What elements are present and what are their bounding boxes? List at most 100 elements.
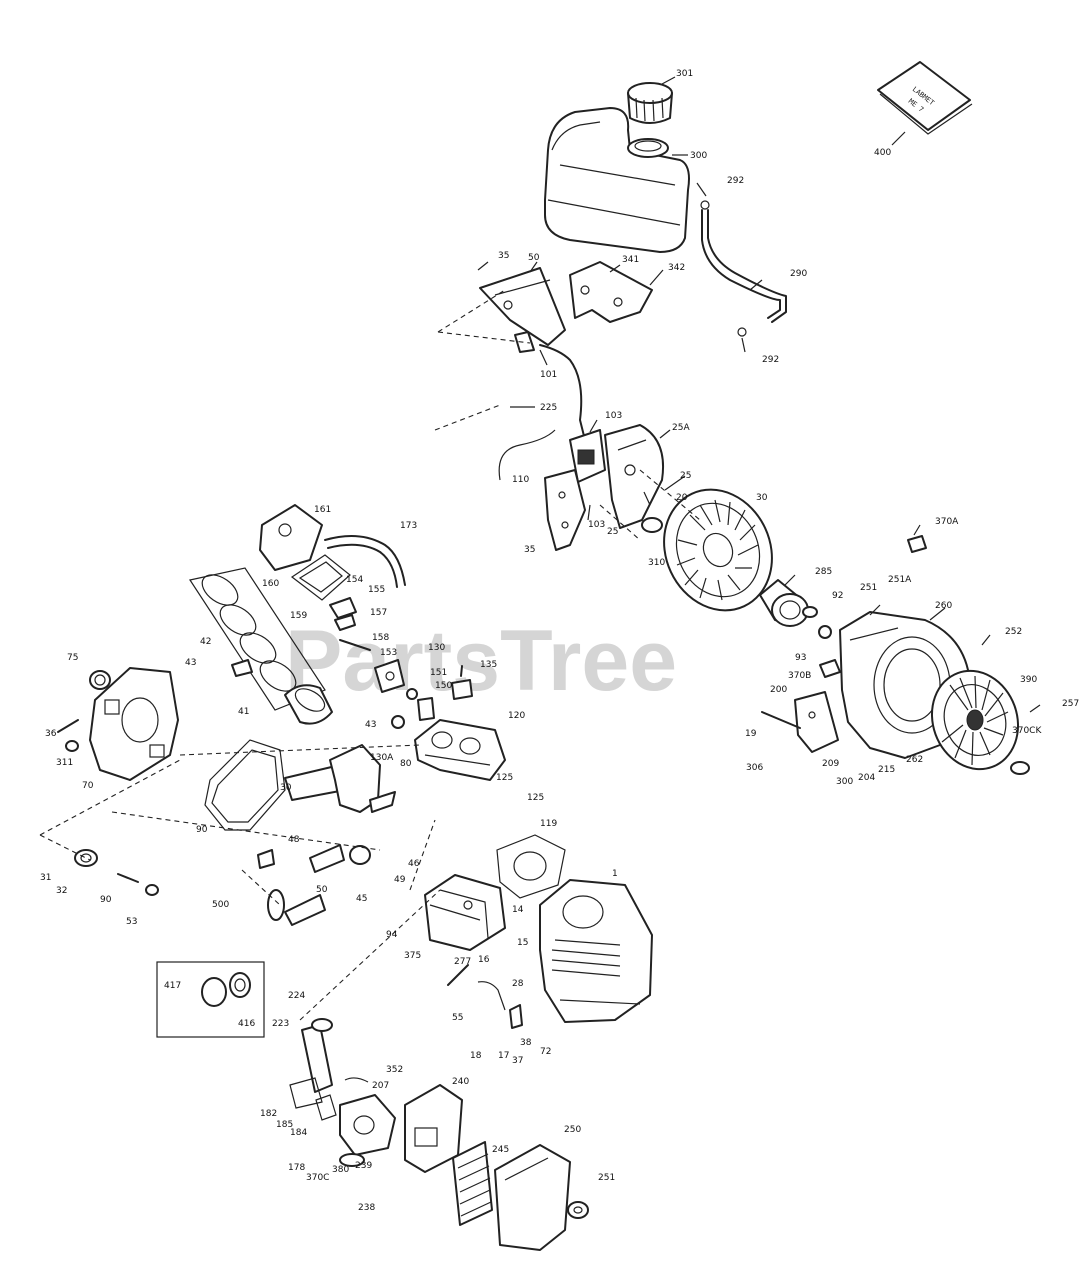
- callout-182: 182: [260, 1109, 277, 1119]
- callout-158: 158: [372, 633, 389, 643]
- callout-160: 160: [262, 579, 279, 589]
- connecting-rod-part[interactable]: [309, 844, 371, 873]
- callout-257: 257: [1062, 699, 1079, 709]
- callout-223: 223: [272, 1019, 289, 1029]
- breather-tube-part[interactable]: [324, 535, 406, 588]
- control-bracket-part[interactable]: [794, 691, 839, 753]
- callout-306: 306: [746, 763, 763, 773]
- governor-lever-part[interactable]: [509, 1004, 523, 1029]
- callout-204: 204: [858, 773, 875, 783]
- muffler-part[interactable]: [424, 874, 506, 951]
- rocker-bracket-part[interactable]: [374, 659, 405, 693]
- callout-300: 300: [690, 151, 707, 161]
- valve-cover-gasket-part[interactable]: [290, 554, 351, 601]
- crankshaft-part[interactable]: [284, 744, 396, 813]
- insulator-part[interactable]: [315, 1094, 337, 1121]
- callout-417: 417: [164, 981, 181, 991]
- flywheel-part[interactable]: [645, 472, 792, 628]
- callout-80: 80: [400, 759, 412, 769]
- bolt-36: [57, 719, 79, 733]
- callout-251: 251: [860, 583, 877, 593]
- throttle-link-207: [344, 1077, 369, 1083]
- callout-370A: 370A: [935, 517, 959, 527]
- callout-48: 48: [288, 835, 300, 845]
- starter-cup-part[interactable]: [759, 579, 809, 627]
- engine-block-part[interactable]: [539, 879, 653, 1023]
- callout-153: 153: [380, 648, 397, 658]
- air-cleaner-cover-part[interactable]: [494, 1144, 571, 1251]
- callout-35-top: 35: [498, 251, 509, 261]
- key-310-part[interactable]: [641, 517, 663, 533]
- piston-part[interactable]: [284, 684, 333, 725]
- part-callout-labels: 301 300 400 292 290 292 35 50 341 342 10…: [40, 69, 1079, 1213]
- callout-17: 17: [498, 1051, 509, 1061]
- fuel-cap-part[interactable]: [627, 82, 673, 124]
- callout-290: 290: [790, 269, 807, 279]
- crankcase-gasket-part[interactable]: [204, 739, 286, 831]
- callout-125-bottom: 125: [527, 793, 544, 803]
- callout-92: 92: [832, 591, 843, 601]
- callout-120: 120: [508, 711, 525, 721]
- oil-seal-75[interactable]: [89, 670, 111, 690]
- callout-119: 119: [540, 819, 557, 829]
- dashed-reference-lines: [39, 289, 701, 1021]
- piston-pin-part: [231, 659, 253, 677]
- air-filter-part[interactable]: [452, 1141, 493, 1226]
- callout-110: 110: [512, 475, 529, 485]
- washer-151: [406, 688, 418, 700]
- callout-50-camshaft: 50: [316, 885, 328, 895]
- callout-277: 277: [454, 957, 471, 967]
- callout-150: 150: [435, 681, 452, 691]
- camshaft-part[interactable]: [267, 889, 326, 926]
- callout-260: 260: [935, 601, 952, 611]
- valve-cover-part[interactable]: [259, 504, 323, 571]
- callout-130A: 130A: [370, 753, 394, 763]
- callout-370B: 370B: [788, 671, 811, 681]
- callout-310: 310: [648, 558, 665, 568]
- blower-housing-side-part[interactable]: [604, 424, 664, 529]
- owners-manual-part[interactable]: LABMET ME 7: [877, 61, 973, 135]
- callout-32: 32: [56, 886, 67, 896]
- callout-70: 70: [82, 781, 94, 791]
- callout-41: 41: [238, 707, 249, 717]
- ignition-module-part[interactable]: [569, 429, 606, 483]
- cover-370A: [907, 535, 927, 553]
- fuel-line-part[interactable]: [700, 200, 787, 337]
- callout-14: 14: [512, 905, 524, 915]
- callout-42: 42: [200, 637, 211, 647]
- plug-311: [65, 740, 79, 752]
- callout-311: 311: [56, 758, 73, 768]
- fuel-tank-part[interactable]: [544, 107, 690, 253]
- cylinder-head-part[interactable]: [414, 719, 506, 781]
- throttle-plate-part[interactable]: [819, 659, 841, 678]
- callout-37: 37: [512, 1056, 523, 1066]
- spark-plug-part[interactable]: [451, 665, 473, 700]
- starter-handle-part[interactable]: [1010, 761, 1030, 775]
- callout-25-bottom: 25: [607, 527, 618, 537]
- callout-103-bottom: 103: [588, 520, 605, 530]
- tappet-part[interactable]: [257, 849, 275, 869]
- callout-55: 55: [452, 1013, 463, 1023]
- air-baffle-part[interactable]: [544, 469, 586, 551]
- callout-341: 341: [622, 255, 639, 265]
- callout-155: 155: [368, 585, 385, 595]
- callout-209: 209: [822, 759, 839, 769]
- callout-173: 173: [400, 521, 417, 531]
- rocker-arm-part[interactable]: [329, 597, 357, 631]
- callout-252: 252: [1005, 627, 1022, 637]
- ignition-wire-part[interactable]: [514, 331, 586, 441]
- carburetor-part[interactable]: [339, 1094, 396, 1167]
- governor-gear-part[interactable]: [74, 849, 98, 867]
- crankcase-cover-part[interactable]: [89, 667, 179, 781]
- callout-151: 151: [430, 668, 447, 678]
- cover-knob-part[interactable]: [567, 1201, 589, 1219]
- callout-375: 375: [404, 951, 421, 961]
- callout-215: 215: [878, 765, 895, 775]
- head-gasket-part[interactable]: [496, 834, 566, 899]
- control-rod-19: [761, 711, 801, 729]
- inset-detail-box: [156, 961, 265, 1038]
- intake-gasket-part[interactable]: [289, 1077, 323, 1109]
- intake-elbow-part[interactable]: [301, 1018, 333, 1093]
- rewind-starter-part[interactable]: [918, 659, 1031, 782]
- tank-mount-bracket-part[interactable]: [569, 261, 653, 323]
